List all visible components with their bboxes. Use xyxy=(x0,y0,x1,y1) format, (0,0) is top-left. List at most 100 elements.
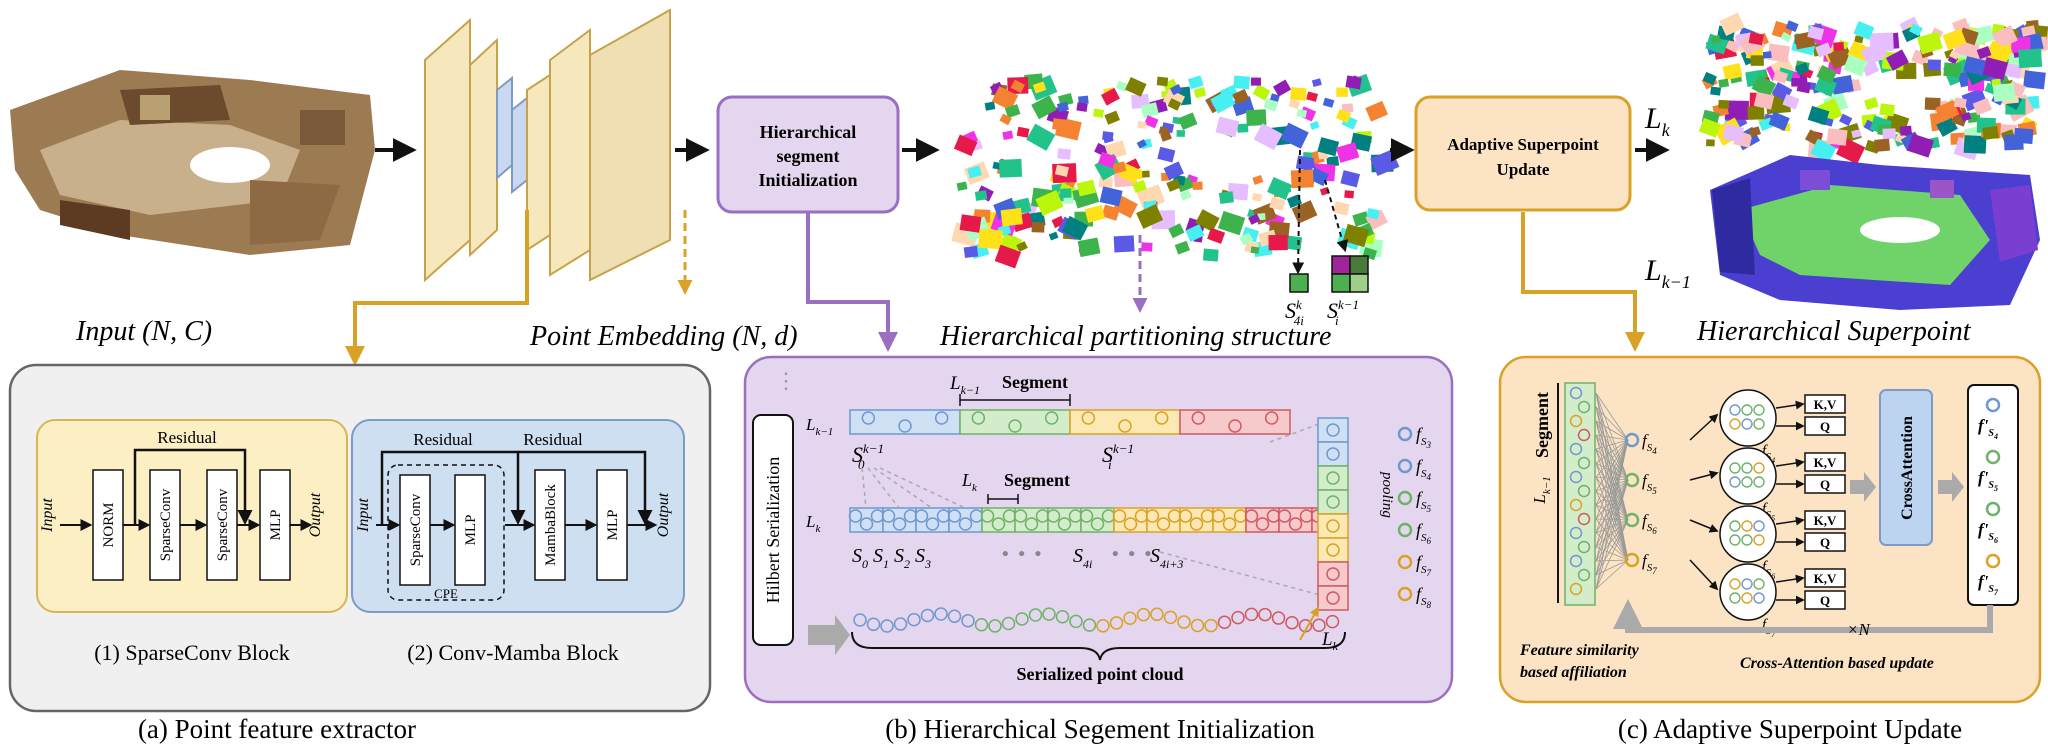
hilbert-serialization-box xyxy=(752,414,794,646)
mosaic-tile xyxy=(1874,138,1891,152)
segment-point xyxy=(1577,540,1591,554)
mosaic-tile xyxy=(1263,98,1279,112)
segment-cell xyxy=(1014,507,1049,533)
block1-caption: (1) SparseConv Block xyxy=(94,640,290,665)
mosaic-tile xyxy=(1237,123,1249,133)
serialized-point xyxy=(934,607,948,621)
panel-b-caption: (b) Hierarchical Segement Initialization xyxy=(885,714,1315,744)
mosaic-tile xyxy=(1252,192,1263,202)
mosaic-tile xyxy=(1168,223,1185,239)
partition-label: Hierarchical partitioning structure xyxy=(939,321,1331,352)
point xyxy=(1123,517,1138,531)
mosaic-tile xyxy=(1158,126,1170,136)
mosaic-tile xyxy=(1963,56,1987,76)
mosaic-tile xyxy=(1839,113,1853,126)
serialized-point xyxy=(1015,612,1029,626)
mosaic-tile xyxy=(1031,95,1058,120)
block2-residual-line-2 xyxy=(518,450,653,525)
affiliation-line xyxy=(1595,434,1629,561)
point xyxy=(947,509,962,523)
mosaic-tile xyxy=(1722,124,1745,143)
mosaic-tile xyxy=(1366,208,1380,220)
mosaic-tile xyxy=(991,86,1019,111)
cross-update-label: Cross-Attention based update xyxy=(1740,655,1934,672)
pooled-feature-dot xyxy=(1397,426,1413,442)
crossattention-label: CrossAttention xyxy=(1899,416,1916,520)
pooled-feature-dot xyxy=(1397,554,1413,570)
hierarchy-links xyxy=(861,419,1331,596)
mosaic-tile xyxy=(1927,59,1941,71)
mosaic-tile xyxy=(1767,43,1790,63)
affiliation-line xyxy=(1595,420,1629,441)
pooled-feature-dot xyxy=(1397,522,1413,538)
mosaic-tile xyxy=(1268,234,1288,251)
mosaic-tile xyxy=(1807,105,1830,126)
segment-point xyxy=(1569,470,1583,484)
superpoint-node-label: fS4 xyxy=(1642,431,1657,456)
mosaic-tile xyxy=(974,190,988,201)
serialized-point xyxy=(1190,618,1205,633)
point xyxy=(1244,509,1259,523)
serialized-point xyxy=(1150,607,1164,622)
point xyxy=(1008,419,1022,433)
pool-lk-label: Lk xyxy=(1321,629,1339,653)
affiliation-line xyxy=(1595,559,1629,576)
point xyxy=(1222,517,1237,531)
mosaic-tile xyxy=(1341,103,1354,114)
point xyxy=(1079,509,1094,523)
mosaic-tile xyxy=(1026,123,1056,151)
mosaic-tile xyxy=(1810,138,1837,163)
mosaic-tile xyxy=(1960,112,1972,122)
point xyxy=(934,411,949,425)
point xyxy=(861,411,876,425)
affiliation-line xyxy=(1595,546,1629,561)
mosaic-tile xyxy=(1132,179,1147,194)
mosaic-tile xyxy=(1747,105,1765,120)
mosaic-tile xyxy=(1157,146,1176,163)
serialized-point xyxy=(920,608,935,623)
mosaic-tile xyxy=(1098,176,1113,189)
feature-sim-line1: Feature similarity xyxy=(1519,642,1640,659)
pooled-feature-label: fS4 xyxy=(1416,456,1432,482)
affiliation-line xyxy=(1595,406,1629,521)
mosaic-tile xyxy=(1102,131,1114,141)
mosaic-tile xyxy=(1246,109,1267,126)
serialized-point xyxy=(1325,614,1340,629)
mosaic-tile xyxy=(1278,183,1292,195)
q-label: Q xyxy=(1820,477,1830,492)
affiliation-line xyxy=(1595,519,1629,534)
mosaic-tile xyxy=(1031,221,1045,233)
segment-row-lk xyxy=(848,507,1347,533)
pool-cell xyxy=(1317,561,1349,587)
si-cell-icon xyxy=(1331,255,1369,293)
mosaic-tile xyxy=(1167,98,1182,111)
affiliation-line xyxy=(1595,439,1629,534)
mosaic-tile xyxy=(1137,120,1147,129)
mosaic-tile xyxy=(1706,139,1715,147)
superpoint-node xyxy=(1624,472,1640,488)
affiliation-line xyxy=(1595,420,1629,521)
segment-cell xyxy=(882,507,917,533)
block1-sparseconv-layer-1 xyxy=(149,469,181,581)
block2-layer-mamba-label: MambaBlock xyxy=(543,484,559,566)
segment-top-label: Segment xyxy=(1002,372,1068,392)
point xyxy=(1189,517,1204,531)
serialized-point xyxy=(853,613,867,627)
point xyxy=(925,517,940,531)
group-point xyxy=(1729,592,1741,604)
segment-cell xyxy=(1278,507,1313,533)
mosaic-tile xyxy=(963,245,979,259)
mosaic-tile xyxy=(1101,204,1120,221)
pool-cell xyxy=(1317,537,1349,563)
mosaic-tile xyxy=(1283,235,1303,251)
affiliation-line xyxy=(1595,490,1629,561)
pool-cell xyxy=(1317,465,1349,491)
group-point xyxy=(1729,476,1741,488)
mosaic-tile xyxy=(1084,204,1106,223)
group-point xyxy=(1741,520,1753,532)
point xyxy=(1118,419,1132,433)
mosaic-tile xyxy=(1163,161,1185,181)
